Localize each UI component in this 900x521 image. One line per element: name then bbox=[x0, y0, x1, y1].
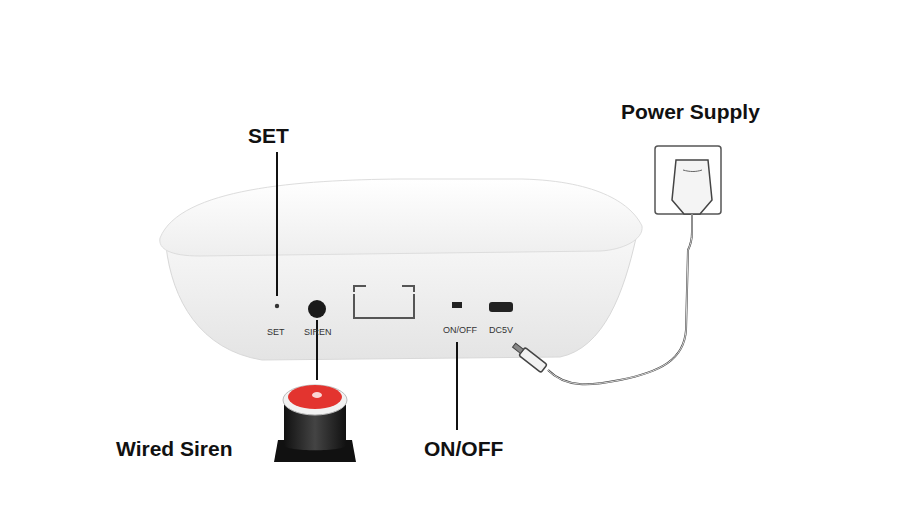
switch-port bbox=[452, 302, 462, 308]
siren-top bbox=[288, 385, 342, 409]
callout-label: Power Supply bbox=[621, 100, 760, 124]
siren-glint bbox=[312, 392, 322, 398]
hub-body bbox=[166, 238, 636, 360]
power-cable-highlight bbox=[548, 214, 692, 384]
adapter bbox=[672, 160, 712, 214]
leader-line bbox=[456, 342, 458, 430]
wall-socket bbox=[655, 146, 721, 214]
hub-lid bbox=[160, 179, 642, 256]
power-cable bbox=[548, 214, 692, 384]
callout-label: SET bbox=[248, 124, 289, 148]
callout-label: ON/OFF bbox=[424, 437, 503, 461]
adapter-detail bbox=[683, 170, 702, 172]
port-label: SET bbox=[267, 327, 285, 337]
set-hole bbox=[275, 304, 279, 308]
port-label: DC5V bbox=[489, 325, 513, 335]
siren-jack bbox=[308, 300, 326, 318]
callout-label: Wired Siren bbox=[116, 437, 233, 461]
bracket-mark bbox=[354, 286, 414, 318]
leader-line bbox=[276, 152, 278, 296]
port-label: SIREN bbox=[304, 327, 332, 337]
dc-plug bbox=[511, 341, 547, 372]
dc-port bbox=[489, 302, 513, 312]
port-label: ON/OFF bbox=[443, 325, 477, 335]
siren-ring bbox=[283, 385, 347, 415]
